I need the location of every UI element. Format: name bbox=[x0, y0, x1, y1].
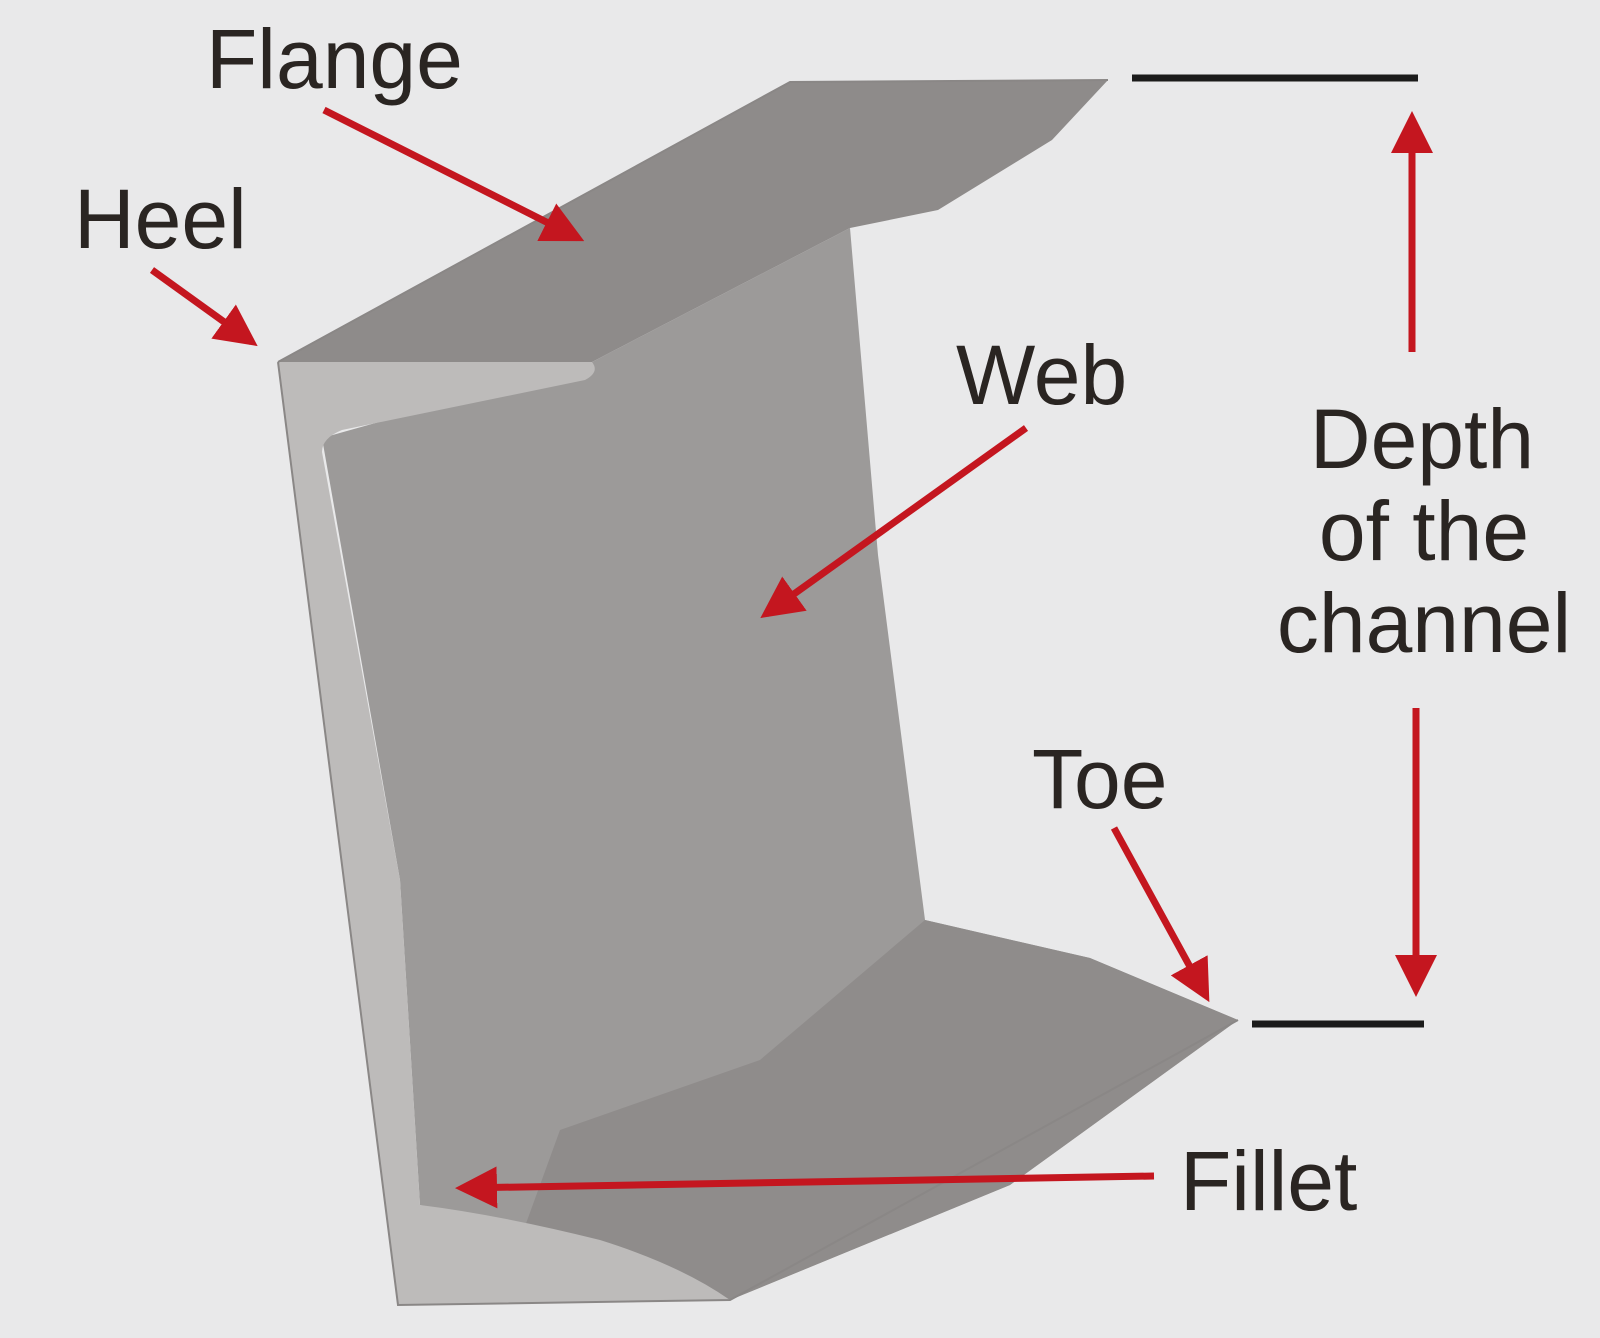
fillet-arrow bbox=[455, 1166, 1155, 1209]
flange-label: Flange bbox=[206, 12, 463, 106]
front-edge-strip bbox=[278, 362, 730, 1305]
fillet-label: Fillet bbox=[1180, 1134, 1357, 1228]
channel-shape bbox=[277, 79, 1239, 1307]
toe-label: Toe bbox=[1032, 732, 1167, 826]
web-label: Web bbox=[956, 328, 1127, 422]
flange-arrow bbox=[322, 106, 585, 242]
bottom-flange-face bbox=[520, 920, 1238, 1300]
depth-label-line1: Depth bbox=[1310, 392, 1534, 486]
heel-label: Heel bbox=[74, 172, 247, 266]
top-flange-face bbox=[278, 80, 1108, 362]
labels: Flange Heel Web Toe Fillet Depth of the … bbox=[74, 12, 1571, 1228]
depth-label-line3: channel bbox=[1277, 576, 1571, 670]
web-arrow bbox=[760, 425, 1029, 619]
channel-outline bbox=[277, 79, 1239, 1307]
callout-arrows bbox=[149, 106, 1210, 1209]
depth-label-line2: of the bbox=[1319, 484, 1529, 578]
depth-dimension bbox=[1132, 74, 1437, 1028]
heel-arrow bbox=[149, 267, 258, 347]
toe-arrow bbox=[1110, 826, 1210, 1003]
